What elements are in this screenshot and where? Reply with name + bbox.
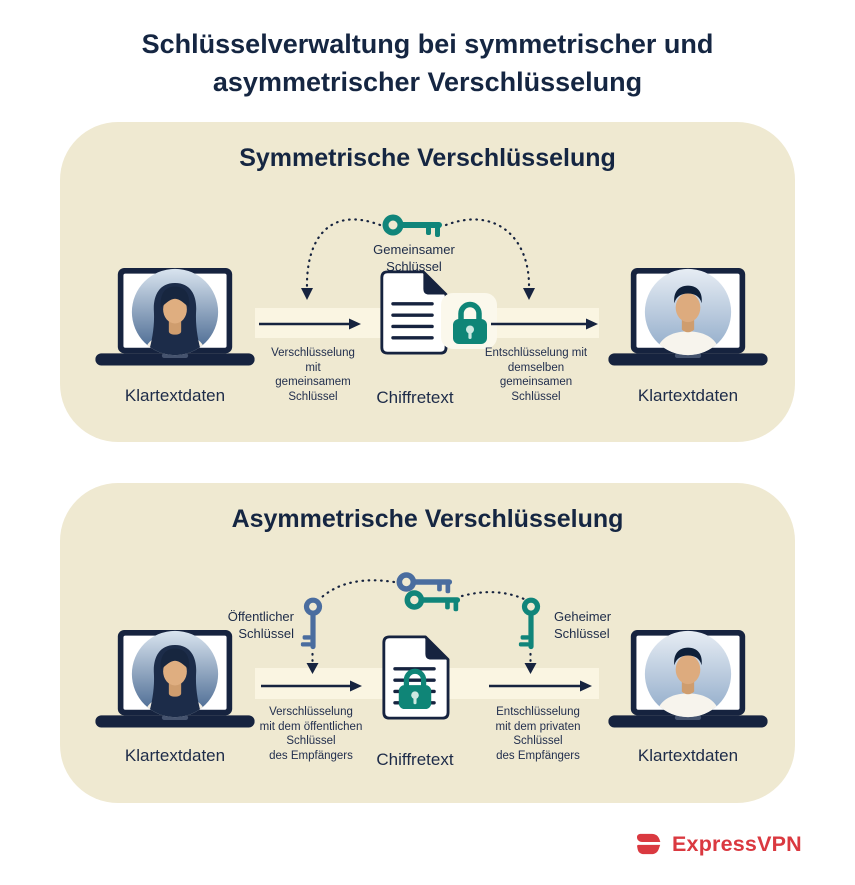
woman-avatar bbox=[131, 268, 219, 356]
asymmetric-encryption-panel: Asymmetrische Verschlüsselung Öffentlich… bbox=[60, 483, 795, 803]
ciphertext-label: Chiffretext bbox=[376, 750, 454, 769]
woman-avatar bbox=[131, 630, 219, 718]
encrypt-arrow-label: Verschlüsselung mit dem öffentlichen Sch… bbox=[259, 706, 363, 763]
decrypt-arrow-label: Entschlüsselung mit demselben gemeinsame… bbox=[484, 347, 588, 404]
padlock-icon bbox=[448, 298, 492, 346]
man-avatar bbox=[644, 630, 732, 718]
encrypt-arrow bbox=[261, 680, 362, 692]
decrypt-arrow-label: Entschlüsselung mit dem privaten Schlüss… bbox=[495, 706, 581, 763]
receiver-label: Klartextdaten bbox=[637, 746, 739, 765]
padlock-icon bbox=[394, 665, 436, 711]
asymmetric-heading: Asymmetrische Verschlüsselung bbox=[231, 505, 624, 533]
expressvpn-wordmark: ExpressVPN bbox=[672, 831, 802, 856]
secret-key-icon bbox=[518, 597, 544, 651]
page-title: Schlüsselverwaltung bei symmetrischer un… bbox=[141, 29, 714, 97]
shared-key-dotted-arrows bbox=[301, 218, 535, 300]
decrypt-arrow bbox=[489, 680, 592, 692]
shared-key-label: Gemeinsamer Schlüssel bbox=[373, 242, 455, 274]
receiver-label: Klartextdaten bbox=[637, 386, 739, 405]
receiver-laptop-icon bbox=[608, 268, 768, 374]
sender-laptop-icon bbox=[95, 630, 255, 736]
expressvpn-logo-icon bbox=[636, 833, 661, 855]
ciphertext-document-icon bbox=[378, 270, 448, 355]
encrypt-arrow-label: Verschlüsselung mit gemeinsamem Schlüsse… bbox=[271, 347, 355, 404]
ciphertext-label: Chiffretext bbox=[376, 388, 454, 407]
public-key-label: Öffentlicher Schlüssel bbox=[227, 609, 294, 641]
sender-laptop-icon bbox=[95, 268, 255, 374]
expressvpn-logo: ExpressVPN bbox=[633, 830, 802, 858]
public-key-icon bbox=[300, 597, 326, 651]
shared-key-icon bbox=[382, 210, 444, 240]
secret-key-label: Geheimer Schlüssel bbox=[554, 609, 612, 641]
encrypt-arrow bbox=[259, 318, 361, 330]
key-pair-private-icon bbox=[404, 586, 462, 614]
sender-label: Klartextdaten bbox=[124, 386, 226, 405]
sender-label: Klartextdaten bbox=[124, 746, 226, 765]
symmetric-heading: Symmetrische Verschlüsselung bbox=[239, 144, 616, 172]
symmetric-encryption-panel: Symmetrische Verschlüsselung Gemeinsamer… bbox=[60, 122, 795, 442]
man-avatar bbox=[644, 268, 732, 356]
decrypt-arrow bbox=[491, 318, 598, 330]
receiver-laptop-icon bbox=[608, 630, 768, 736]
key-distribution-dotted-lines bbox=[306, 579, 537, 674]
